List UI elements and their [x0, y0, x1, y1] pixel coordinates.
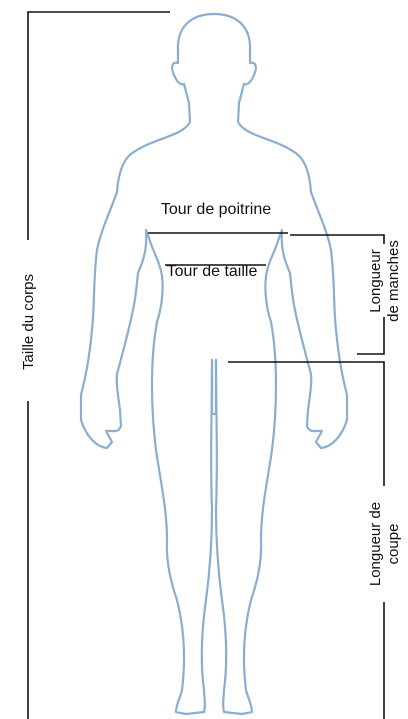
sleeve-length-label-line2: de manches — [385, 240, 402, 322]
inseam-label-line2: coupe — [385, 524, 402, 565]
chest-label: Tour de poitrine — [161, 201, 271, 218]
inseam-label-line1: Longueur de — [367, 502, 384, 586]
sleeve-length-label-line1: Longueur — [367, 249, 384, 312]
body-height-label: Taille du corps — [20, 274, 37, 370]
waist-label: Tour de taille — [167, 263, 258, 280]
sleeve-length-label: Longueur de manches — [367, 240, 402, 322]
